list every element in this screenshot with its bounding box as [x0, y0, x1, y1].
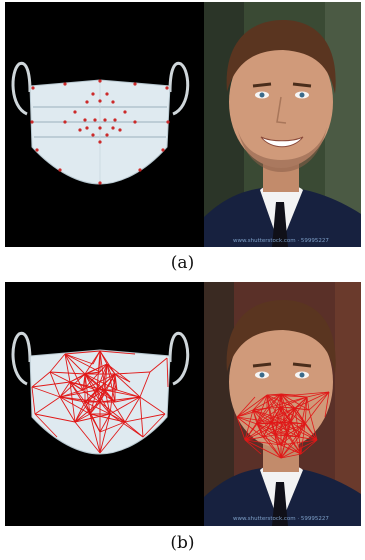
landmark-dot [30, 120, 33, 123]
landmark-dot [105, 133, 108, 136]
landmark-dot [123, 110, 126, 113]
landmark-dot [73, 110, 76, 113]
landmark-dot [91, 92, 94, 95]
face-photo-a: www.shutterstock.com · 59995227 [204, 2, 361, 247]
landmark-dot [98, 99, 101, 102]
landmark-dot [133, 82, 136, 85]
landmark-dot [85, 100, 88, 103]
landmark-dot [98, 140, 101, 143]
panel-a: www.shutterstock.com · 59995227 [5, 2, 361, 247]
landmark-dot [35, 148, 38, 151]
landmark-dot [111, 126, 114, 129]
landmark-dot [63, 82, 66, 85]
landmark-dot [58, 168, 61, 171]
landmark-dot [83, 118, 86, 121]
landmark-dot [111, 100, 114, 103]
watermark-b: www.shutterstock.com · 59995227 [233, 516, 329, 522]
landmark-dot [98, 181, 101, 184]
landmark-dot [113, 118, 116, 121]
watermark-a: www.shutterstock.com · 59995227 [233, 238, 329, 244]
landmark-dot [165, 86, 168, 89]
landmark-dot [118, 128, 121, 131]
landmark-dot [63, 120, 66, 123]
landmark-dot [166, 120, 169, 123]
landmark-dot [133, 120, 136, 123]
landmark-dot [103, 118, 106, 121]
landmark-dot [138, 168, 141, 171]
landmark-dot [78, 128, 81, 131]
landmark-dot [98, 126, 101, 129]
landmark-dot [85, 126, 88, 129]
panel-b: www.shutterstock.com · 59995227 [5, 282, 361, 526]
caption-b: (b) [0, 533, 365, 553]
landmark-dot [91, 133, 94, 136]
landmark-dot [98, 79, 101, 82]
landmark-dot [105, 92, 108, 95]
landmark-dot [161, 148, 164, 151]
landmark-dot [93, 118, 96, 121]
landmark-dot [31, 86, 34, 89]
caption-a: (a) [0, 253, 365, 273]
